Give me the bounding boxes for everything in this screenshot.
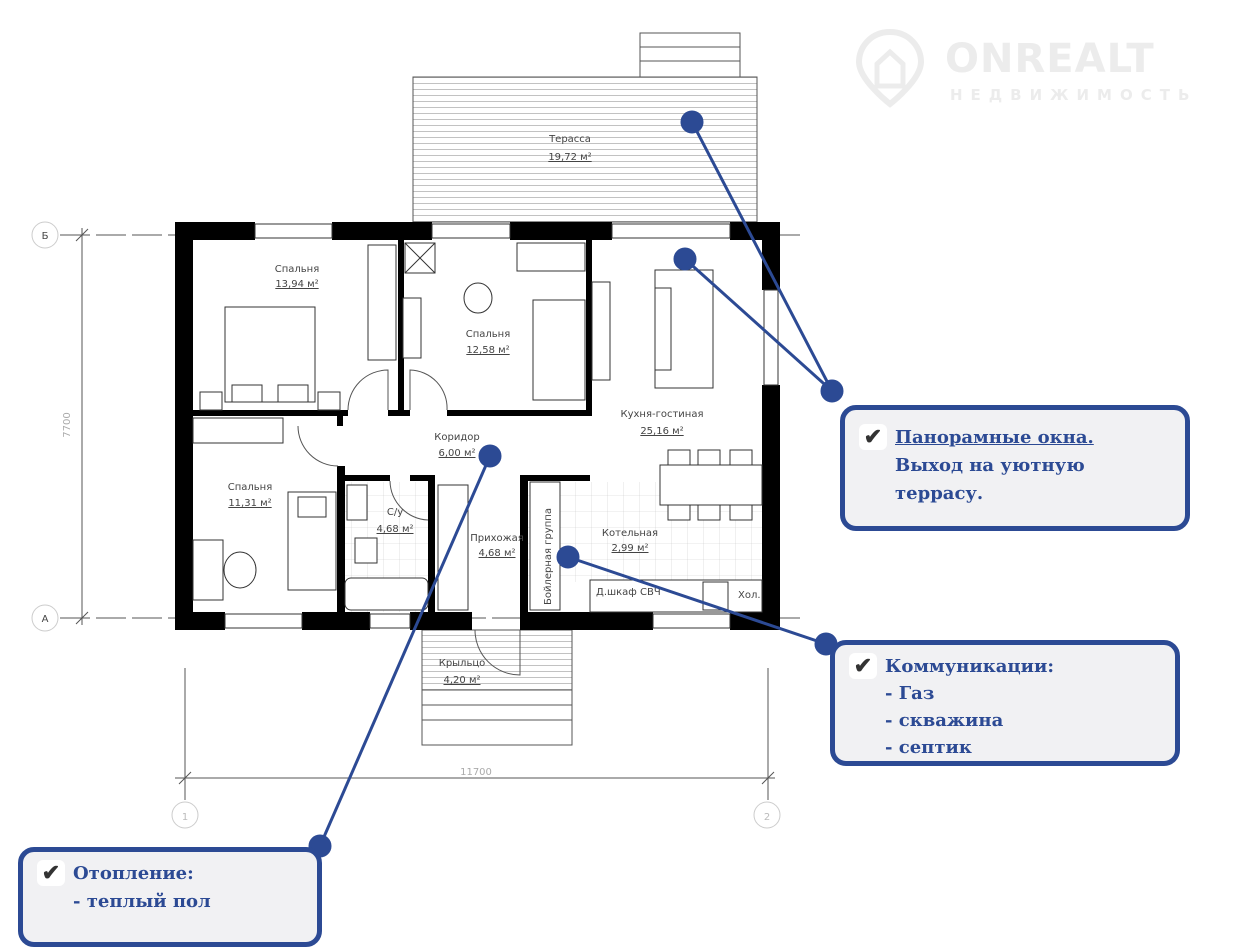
svg-text:Спальня: Спальня xyxy=(275,264,320,275)
callout-line: - Газ xyxy=(885,683,935,704)
floor-plan: Б А 1 2 11700 7700 xyxy=(31,32,844,858)
svg-text:Спальня: Спальня xyxy=(228,482,273,493)
svg-text:13,94 м²: 13,94 м² xyxy=(275,279,318,290)
checkmark-icon: ✔ xyxy=(37,860,65,886)
callout-line: - теплый пол xyxy=(73,891,211,912)
svg-text:4,20 м²: 4,20 м² xyxy=(444,675,481,686)
axis-2: 2 xyxy=(764,812,770,823)
svg-text:19,72 м²: 19,72 м² xyxy=(548,152,591,163)
callout-connectors xyxy=(308,110,844,858)
checkmark-icon: ✔ xyxy=(859,424,887,450)
watermark-brand: ONREALT xyxy=(945,36,1155,82)
walls xyxy=(175,222,780,630)
svg-text:Котельная: Котельная xyxy=(602,528,658,539)
watermark-subtitle: НЕДВИЖИМОСТЬ xyxy=(950,86,1198,104)
axis-a: А xyxy=(42,614,49,625)
svg-text:25,16 м²: 25,16 м² xyxy=(640,426,683,437)
callout-line: террасу. xyxy=(895,483,984,504)
callout-line: Коммуникации: xyxy=(885,656,1055,677)
house-pin-icon xyxy=(855,28,925,108)
svg-text:Терасса: Терасса xyxy=(548,134,591,145)
callout-line: Панорамные окна. xyxy=(895,427,1094,448)
callout-utilities: ✔ Коммуникации: - Газ - скважина - септик xyxy=(830,640,1180,766)
checkmark-icon: ✔ xyxy=(849,653,877,679)
svg-text:Прихожая: Прихожая xyxy=(470,533,524,544)
terrace-stairs xyxy=(639,32,741,78)
svg-text:4,68 м²: 4,68 м² xyxy=(479,548,516,559)
svg-text:Коридор: Коридор xyxy=(434,432,479,443)
boiler-label: Бойлерная группа xyxy=(543,508,554,605)
axis-1: 1 xyxy=(182,812,188,823)
oven-label: Д.шкаф СВЧ xyxy=(596,587,661,598)
svg-text:12,58 м²: 12,58 м² xyxy=(466,345,509,356)
svg-text:6,00 м²: 6,00 м² xyxy=(439,448,476,459)
fridge-label: Хол. xyxy=(738,590,761,601)
windows xyxy=(224,223,779,629)
svg-text:2,99 м²: 2,99 м² xyxy=(612,543,649,554)
callout-windows: ✔ Панорамные окна. Выход на уютную террасу… xyxy=(840,405,1190,531)
furniture xyxy=(192,242,763,613)
svg-text:Кухня-гостиная: Кухня-гостиная xyxy=(621,409,704,420)
callout-line: - скважина xyxy=(885,710,1004,731)
svg-text:С/у: С/у xyxy=(387,507,403,518)
svg-text:Крыльцо: Крыльцо xyxy=(439,658,486,669)
axis-markers xyxy=(31,221,781,829)
svg-text:11,31 м²: 11,31 м² xyxy=(228,498,271,509)
callout-line: - септик xyxy=(885,737,972,758)
callout-line: Выход на уютную xyxy=(895,455,1085,476)
terrace xyxy=(412,76,758,223)
axis-b: Б xyxy=(42,231,49,242)
dimension-depth: 7700 xyxy=(62,412,73,437)
callout-line: Отопление: xyxy=(73,863,194,884)
door-swings xyxy=(297,369,521,676)
svg-text:4,68 м²: 4,68 м² xyxy=(377,524,414,535)
callout-heating: ✔ Отопление: - теплый пол xyxy=(18,847,322,947)
room-labels: Терасса 19,72 м² Спальня 13,94 м² Спальн… xyxy=(228,134,761,686)
dimension-width: 11700 xyxy=(460,767,492,778)
svg-text:Спальня: Спальня xyxy=(466,329,511,340)
